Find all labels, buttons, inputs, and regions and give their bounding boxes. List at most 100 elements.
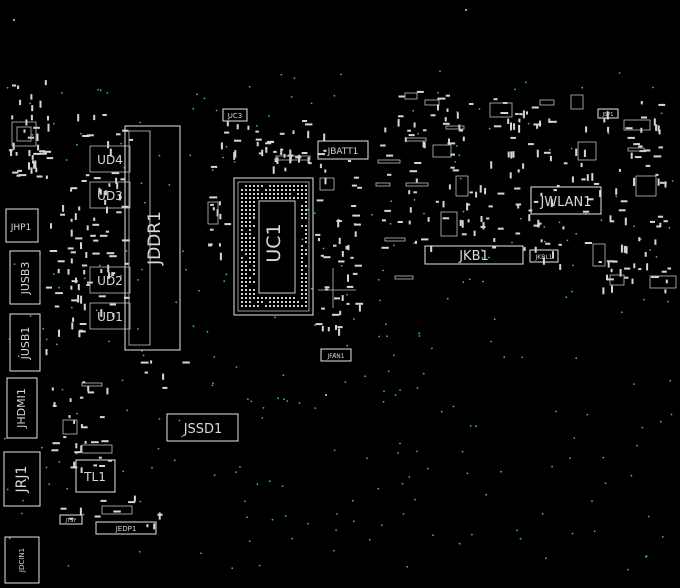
component-jtsy[interactable]: JTSY <box>59 514 83 525</box>
bga-ball <box>301 185 303 187</box>
smd-pad <box>265 146 268 153</box>
via <box>488 127 491 130</box>
bga-ball <box>273 189 275 191</box>
component-jwlan1[interactable]: JWLAN1 <box>530 186 602 215</box>
component-jhp1[interactable]: JHP1 <box>5 208 39 243</box>
component-jkbl1[interactable]: JKBL1 <box>529 249 559 263</box>
bga-ball <box>273 301 275 303</box>
via <box>544 240 546 243</box>
smd-pad <box>105 230 109 233</box>
via <box>322 247 325 250</box>
smd-pad <box>308 162 312 165</box>
via <box>333 94 336 97</box>
smd-pad <box>234 139 242 142</box>
smd-pad <box>331 313 340 316</box>
via <box>211 384 214 387</box>
bga-ball <box>249 213 251 215</box>
smd-pad <box>655 124 658 131</box>
smd-pad <box>351 184 357 187</box>
smd-pad <box>664 289 667 294</box>
component-jusb3[interactable]: JUSB3 <box>9 250 41 305</box>
smd-pad <box>430 245 433 252</box>
via <box>571 532 574 535</box>
smd-pad <box>473 230 476 237</box>
smd-pad <box>93 114 96 121</box>
smd-pad <box>653 155 662 158</box>
via <box>466 472 469 475</box>
smd-pad <box>82 135 90 137</box>
smd-pad <box>236 124 239 130</box>
component-ud3[interactable]: UD3 <box>89 181 131 209</box>
via <box>418 335 421 337</box>
smd-pad <box>641 116 648 119</box>
smd-pad <box>533 224 540 227</box>
via <box>95 309 98 312</box>
component-uc3[interactable]: UC3 <box>222 108 248 122</box>
component-jfan1[interactable]: JFAN1 <box>320 348 352 362</box>
smd-pad <box>92 223 100 226</box>
bga-ball <box>265 189 267 191</box>
bga-ball <box>265 297 267 299</box>
smd-pad <box>556 184 560 187</box>
smd-pad <box>71 280 78 283</box>
via <box>439 70 441 72</box>
component-jedp1[interactable]: JEDP1 <box>95 521 157 535</box>
bga-ball <box>253 205 255 207</box>
bga-ball <box>293 297 295 299</box>
bga-ball <box>297 301 299 303</box>
component-uc1[interactable]: UC1 <box>233 177 314 316</box>
component-tl1[interactable]: TL1 <box>75 459 116 493</box>
via <box>76 143 78 146</box>
bga-ball <box>305 205 307 207</box>
component-jsp1[interactable]: JSP1 <box>597 108 619 119</box>
bga-ball <box>253 269 255 271</box>
via <box>459 177 462 180</box>
smd-pad <box>37 144 40 151</box>
component-jrj1[interactable]: JRJ1 <box>3 451 41 507</box>
smd-pad <box>517 169 520 173</box>
smd-pad <box>226 121 229 127</box>
via <box>416 450 418 453</box>
component-jbatt1[interactable]: JBATT1 <box>317 140 369 160</box>
component-jusb1[interactable]: JUSB1 <box>9 313 41 372</box>
via <box>516 529 518 532</box>
via <box>481 257 484 259</box>
smd-pad <box>39 100 42 108</box>
smd-pad <box>334 297 340 300</box>
via <box>211 169 214 172</box>
component-jhdmi1[interactable]: JHDMI1 <box>6 377 38 439</box>
bga-ball <box>253 281 255 283</box>
component-jddr1[interactable]: JDDR1 <box>124 125 181 351</box>
bga-ball <box>249 257 251 259</box>
smd-pad <box>82 381 86 384</box>
via <box>121 379 124 382</box>
bga-ball <box>305 225 307 227</box>
component-jkb1[interactable]: JKB1 <box>424 245 524 265</box>
smd-pad <box>324 169 327 173</box>
via <box>573 437 576 439</box>
smd-pad <box>70 188 73 192</box>
component-jdcin1[interactable]: JDCIN1 <box>4 536 40 584</box>
bga-ball <box>245 269 247 271</box>
smd-pad <box>255 138 262 141</box>
smd-pad <box>77 114 80 122</box>
smd-pad <box>593 182 600 185</box>
component-ud1[interactable]: UD1 <box>89 302 131 330</box>
bga-ball <box>245 281 247 283</box>
component-ud4[interactable]: UD4 <box>89 145 131 173</box>
smd-pad <box>606 111 609 120</box>
via <box>390 200 393 203</box>
component-ud2[interactable]: UD2 <box>89 266 131 294</box>
smd-pad <box>408 134 415 137</box>
component-jssd1[interactable]: JSSD1 <box>166 413 239 442</box>
smd-pad <box>58 329 60 337</box>
bga-ball <box>269 189 271 191</box>
bga-ball <box>301 285 303 287</box>
smd-pad <box>298 154 300 163</box>
smd-pad <box>280 150 283 155</box>
via <box>213 356 216 358</box>
bga-ball <box>261 297 263 299</box>
smd-pad <box>540 192 543 197</box>
via <box>668 226 671 229</box>
smd-pad <box>35 167 38 173</box>
